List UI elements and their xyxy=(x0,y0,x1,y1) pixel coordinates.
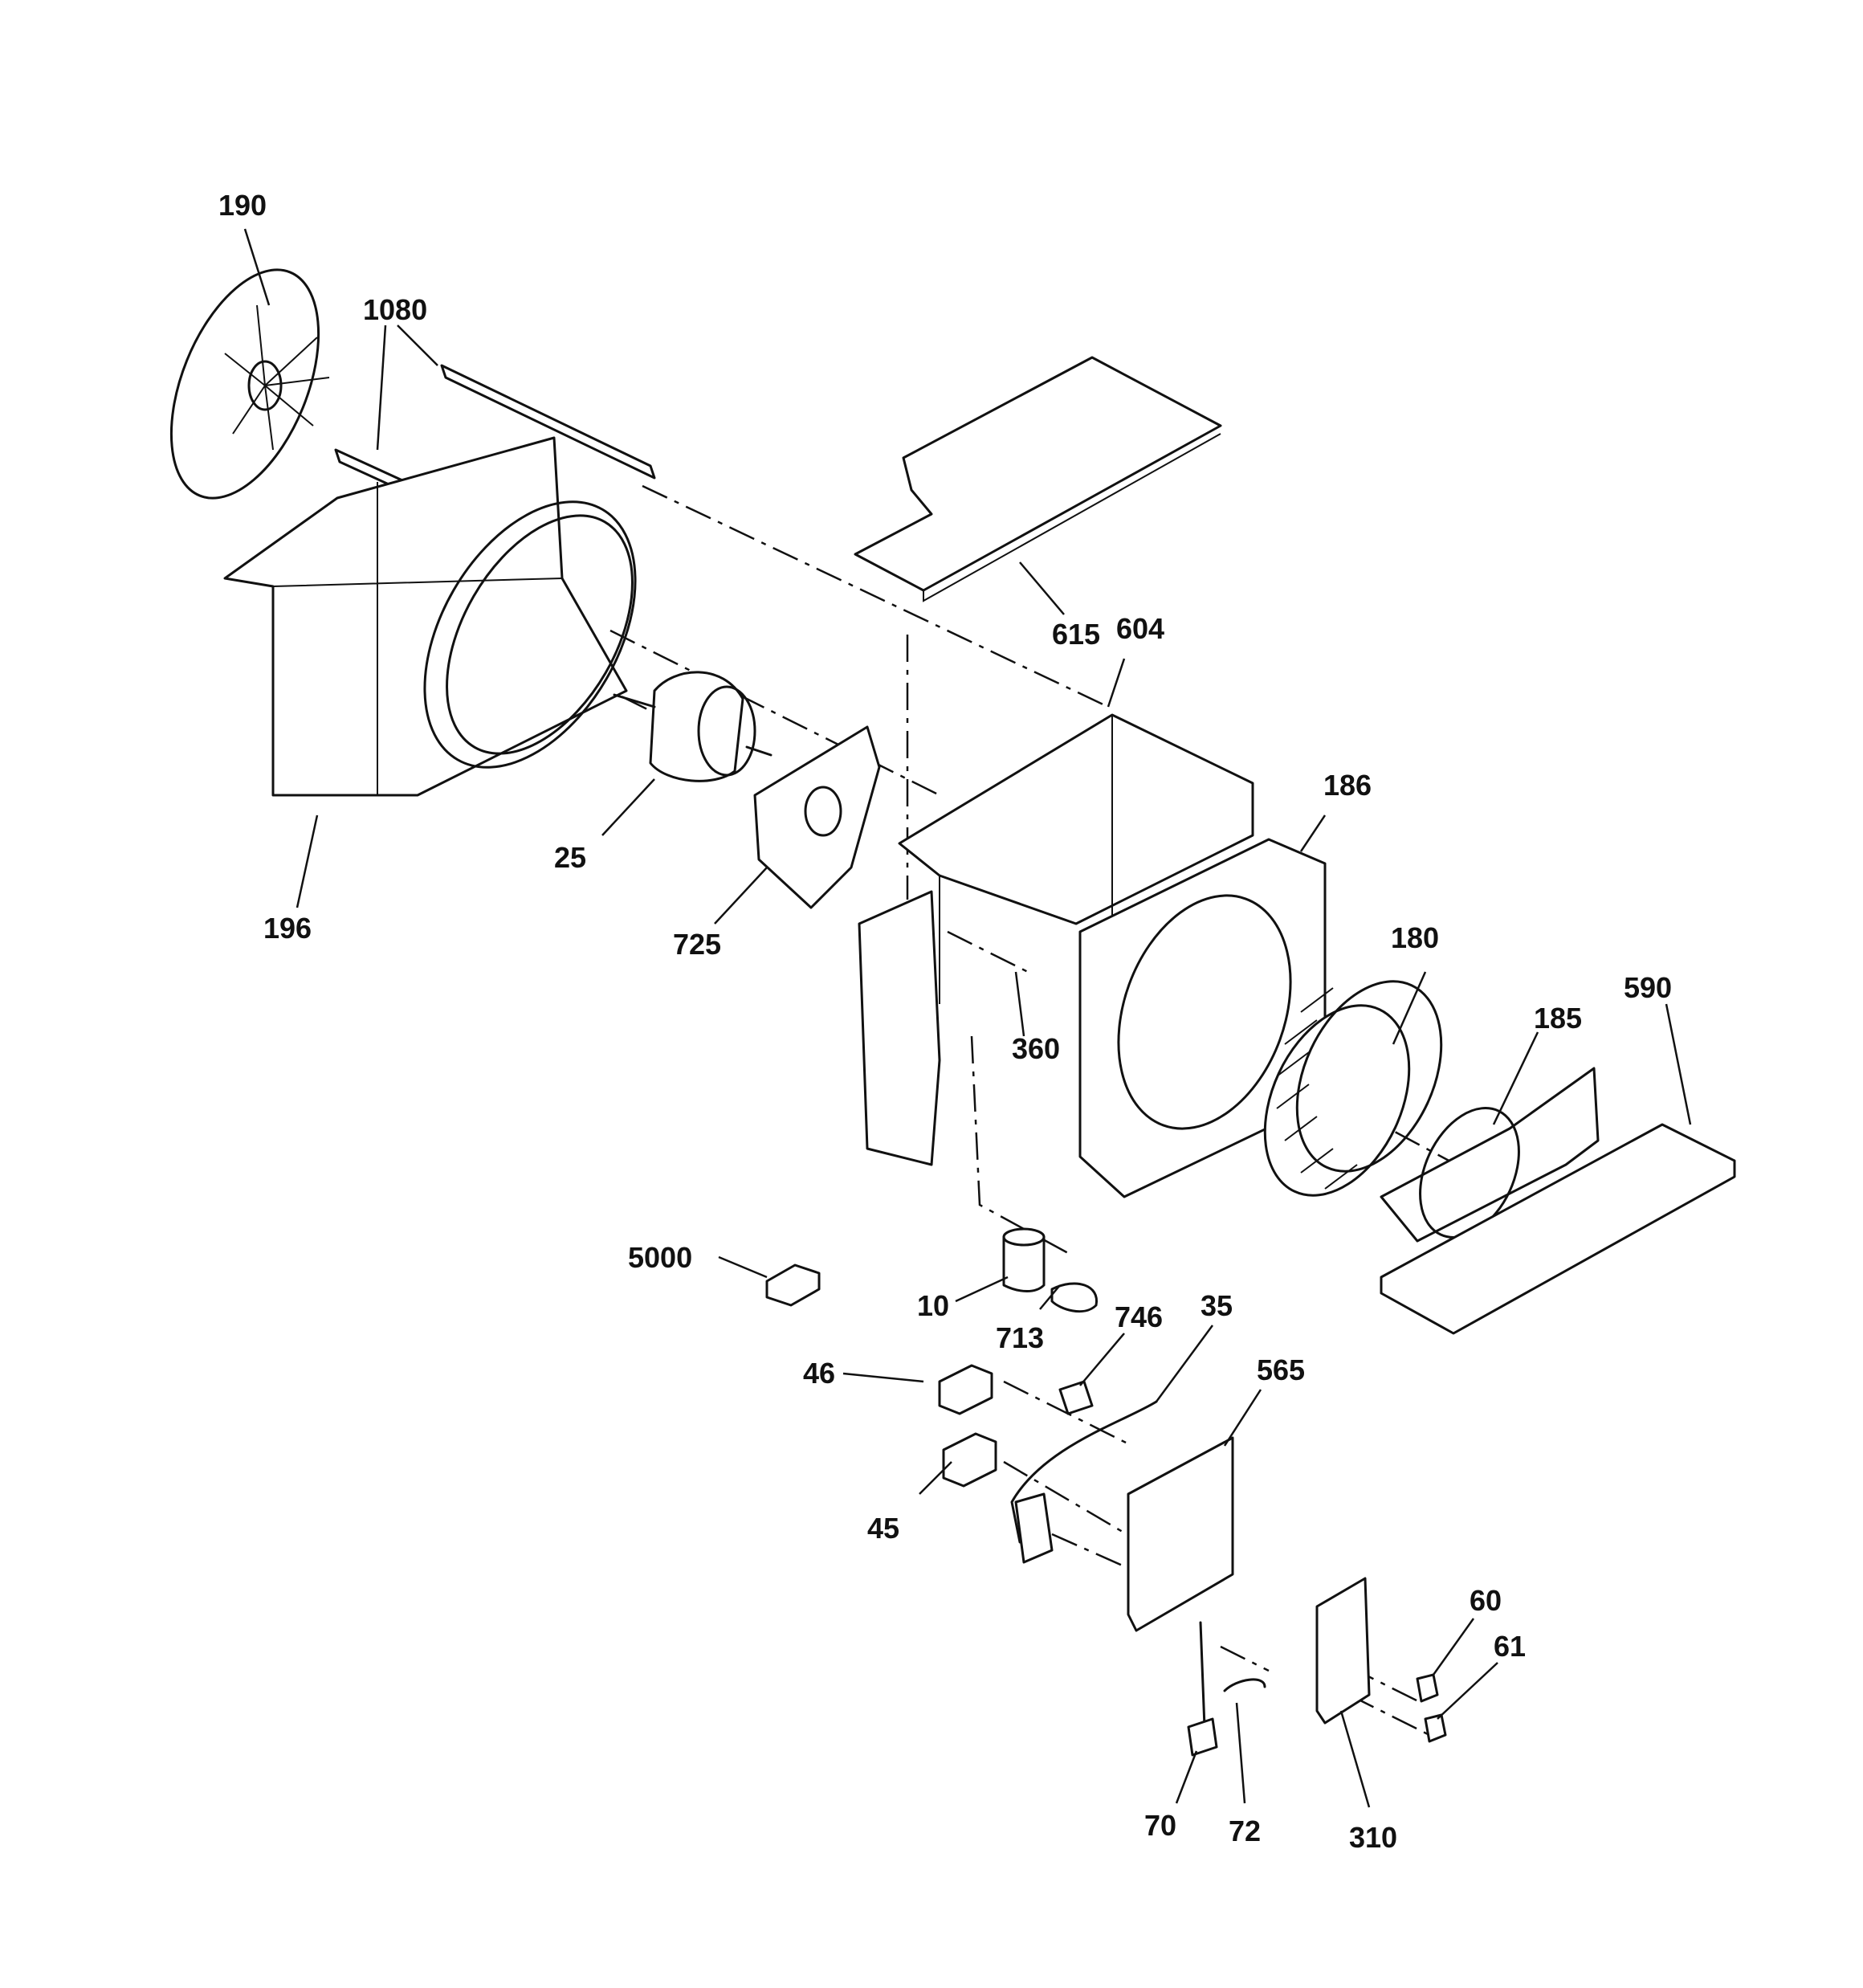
callout-360: 360 xyxy=(1012,1032,1060,1065)
part-25-motor xyxy=(613,671,773,782)
part-46-switch xyxy=(938,1364,993,1415)
callouts: 190 1080 615 604 186 25 196 725 180 590 … xyxy=(218,189,1672,1854)
callout-725: 725 xyxy=(673,928,721,961)
part-72-clip xyxy=(1223,1678,1266,1692)
callout-615: 615 xyxy=(1052,618,1100,651)
callout-604: 604 xyxy=(1116,612,1164,645)
callout-45: 45 xyxy=(867,1512,899,1545)
callout-746: 746 xyxy=(1115,1300,1163,1333)
part-60-knob xyxy=(1416,1673,1439,1703)
part-185-590-base xyxy=(1380,1067,1736,1335)
callout-1080: 1080 xyxy=(363,293,427,326)
callout-190: 190 xyxy=(218,189,267,222)
callout-180: 180 xyxy=(1391,921,1439,954)
callout-590: 590 xyxy=(1624,971,1672,1004)
part-61-knob xyxy=(1424,1713,1447,1743)
part-70-thermostat xyxy=(1187,1621,1218,1757)
callout-185: 185 xyxy=(1534,1002,1582,1035)
part-45-switch xyxy=(942,1432,997,1488)
part-190-fan-blade xyxy=(169,268,330,500)
part-196-fan-shroud xyxy=(223,436,637,797)
callout-35: 35 xyxy=(1201,1289,1233,1322)
callout-72: 72 xyxy=(1229,1815,1261,1847)
callout-310: 310 xyxy=(1349,1821,1397,1854)
callout-5000: 5000 xyxy=(628,1241,692,1274)
callout-60: 60 xyxy=(1470,1584,1502,1617)
part-615-top-plate xyxy=(854,356,1222,602)
callout-25: 25 xyxy=(554,841,586,874)
part-604-housing xyxy=(858,713,1254,1166)
part-725-motor-mount xyxy=(753,725,881,909)
callout-196: 196 xyxy=(263,912,312,945)
part-5000-block xyxy=(765,1263,821,1307)
part-310-bracket xyxy=(1315,1577,1371,1725)
callout-70: 70 xyxy=(1144,1809,1176,1842)
part-10-capacitor xyxy=(1002,1227,1098,1313)
part-35-harness xyxy=(1010,1400,1158,1564)
callout-186: 186 xyxy=(1323,769,1372,802)
callout-10: 10 xyxy=(917,1289,949,1322)
leader-lines xyxy=(243,228,1692,1808)
callout-61: 61 xyxy=(1494,1630,1526,1663)
part-746-connector xyxy=(1058,1380,1094,1415)
part-565-control-panel xyxy=(1127,1436,1234,1632)
callout-565: 565 xyxy=(1257,1353,1305,1386)
callout-46: 46 xyxy=(803,1357,835,1390)
callout-713: 713 xyxy=(996,1321,1044,1354)
part-180-blower-wheel xyxy=(1263,980,1443,1197)
